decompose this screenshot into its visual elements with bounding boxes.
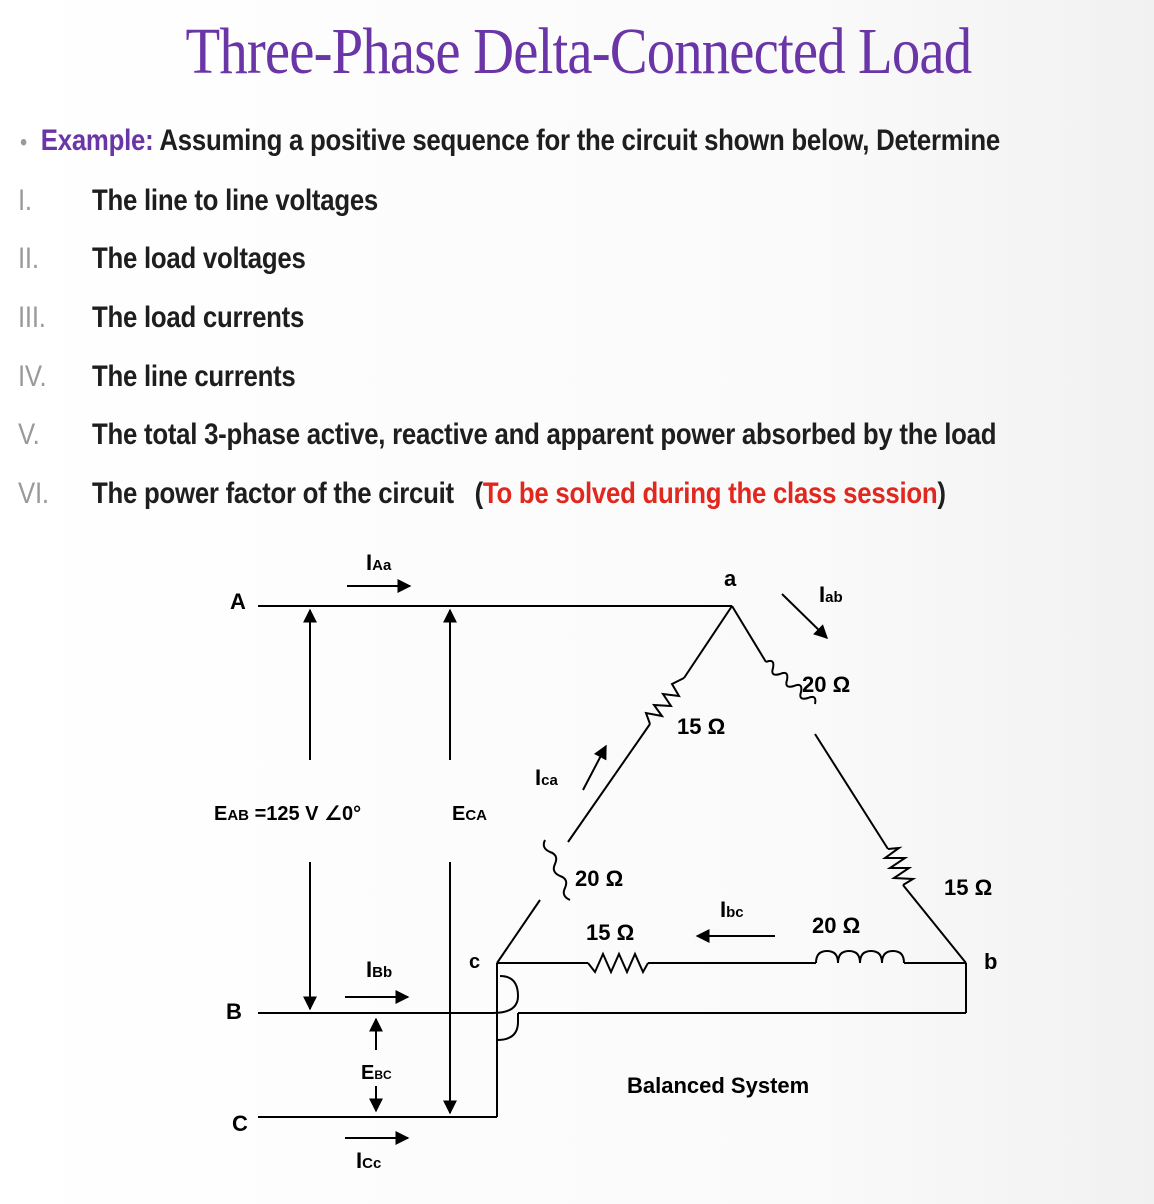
- node-A-label: A: [230, 589, 246, 614]
- list-item-label: The power factor of the circuit: [92, 477, 454, 510]
- list-item: V.: [18, 418, 40, 452]
- branch-ab-wire2: [814, 733, 889, 850]
- r-ca-label: 15 Ω: [586, 920, 634, 945]
- list-numeral: IV.: [18, 360, 47, 393]
- node-B-label: B: [226, 999, 242, 1024]
- note-close: ): [937, 477, 946, 510]
- ibc-label: Ibc: [720, 897, 744, 922]
- inductor-ca: [542, 839, 571, 901]
- list-numeral: I.: [18, 184, 32, 217]
- branch-ca-wire2: [567, 723, 651, 843]
- iaa-label: IAa: [366, 550, 392, 575]
- list-item-text: The load voltages: [92, 242, 306, 275]
- list-numeral: III.: [18, 301, 46, 334]
- node-c-label: c: [469, 951, 480, 973]
- ica-arrow: [582, 744, 607, 791]
- branch-ca-wire1: [496, 899, 541, 964]
- iab-arrow: [781, 593, 829, 639]
- bullet-icon: •: [20, 129, 27, 156]
- ica-label: Ica: [535, 765, 558, 790]
- inductor-ab: [765, 659, 817, 705]
- list-item-text: The load currents: [92, 301, 305, 334]
- node-a-label: a: [724, 566, 737, 591]
- x-bc-label: 20 Ω: [812, 913, 860, 938]
- resistor-ab: [881, 846, 917, 886]
- note-text: To be solved during the class session: [482, 477, 938, 510]
- caption: Balanced System: [627, 1073, 809, 1098]
- r-bc-label: 15 Ω: [944, 875, 992, 900]
- branch-ab-wire1: [731, 605, 767, 663]
- example-line: • Example: Assuming a positive sequence …: [20, 124, 1000, 158]
- r-ab-label: 15 Ω: [677, 714, 725, 739]
- inductor-bc: [815, 949, 905, 964]
- list-item: III.: [18, 301, 46, 335]
- list-item: II.: [18, 242, 39, 276]
- iab-label: Iab: [819, 582, 843, 607]
- line-c-hop: [496, 1013, 519, 1041]
- branch-ab-wire3: [902, 884, 967, 964]
- eab-label: EAB =125 V ∠0°: [214, 803, 361, 825]
- node-C-label: C: [232, 1111, 248, 1136]
- list-item-text: The line currents: [92, 360, 296, 393]
- eca-label: ECA: [452, 803, 487, 825]
- x-ca-label: 20 Ω: [575, 866, 623, 891]
- page-title: Three-Phase Delta-Connected Load: [185, 15, 973, 88]
- example-text: Assuming a positive sequence for the cir…: [153, 124, 1000, 157]
- node-b-label: b: [984, 949, 997, 974]
- list-numeral: II.: [18, 242, 39, 275]
- list-item: I.: [18, 184, 32, 218]
- example-label: Example:: [40, 124, 154, 157]
- x-ab-label: 20 Ω: [802, 672, 850, 697]
- list-numeral: V.: [18, 418, 40, 451]
- ibb-label: IBb: [366, 957, 392, 982]
- list-item-text: The line to line voltages: [92, 184, 379, 217]
- resistor-bc: [587, 951, 649, 975]
- note-open: (: [474, 477, 484, 510]
- list-numeral: VI.: [18, 477, 49, 510]
- list-item-text: The power factor of the circuit (To be s…: [92, 477, 946, 511]
- list-item: IV.: [18, 360, 47, 394]
- ebc-label: EBC: [361, 1062, 392, 1084]
- list-item: VI.: [18, 477, 49, 511]
- line-b-hop: [492, 975, 520, 1014]
- list-item-text: The total 3-phase active, reactive and a…: [92, 418, 997, 451]
- resistor-ca: [644, 677, 685, 725]
- branch-ca-wire3: [683, 605, 733, 679]
- icc-label: ICc: [356, 1148, 381, 1173]
